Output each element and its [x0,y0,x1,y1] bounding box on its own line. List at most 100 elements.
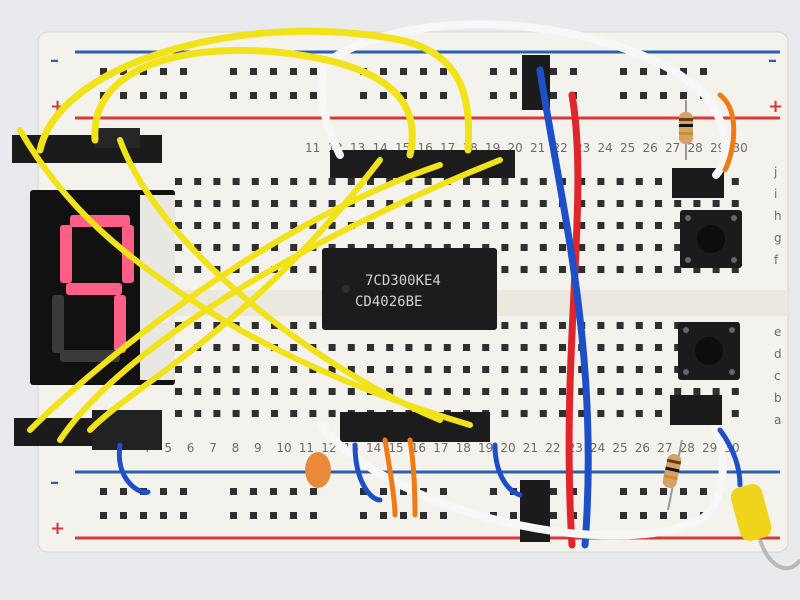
terminal-hole [501,244,509,251]
terminal-hole [271,244,278,251]
terminal-hole [501,266,509,273]
terminal-hole [597,410,605,417]
terminal-hole [482,178,490,185]
terminal-hole [597,266,605,273]
terminal-hole [559,344,566,351]
terminal-hole [251,410,259,417]
rail-hole [490,488,497,495]
rail-hole [270,68,277,75]
terminal-hole [635,244,643,251]
terminal-hole [520,322,528,329]
terminal-hole [443,222,451,229]
rail-hole [680,68,687,75]
terminal-hole [616,410,624,417]
ceramic-capacitor [305,452,331,488]
wire-white-top-left [317,56,344,159]
rail-hole [550,92,557,99]
terminal-hole [463,244,470,251]
column-number: 11 [305,141,320,155]
rail-hole [140,512,147,519]
chip-label-line1: 7CD300KE4 [365,273,441,289]
rail-hole [230,68,237,75]
segment-c [114,295,126,353]
terminal-hole [251,344,259,351]
terminal-hole [539,410,547,417]
bottom-minus-sign: – [50,472,59,493]
terminal-hole [232,344,240,351]
terminal-hole [655,322,662,329]
terminal-hole [674,344,682,351]
terminal-hole [251,200,259,207]
rail-hole [550,512,557,519]
rail-hole [290,512,297,519]
terminal-hole [578,244,586,251]
terminal-hole [290,200,298,207]
terminal-hole [309,178,317,185]
rail-hole [310,488,317,495]
resistor-bottom [662,439,683,511]
wire-blue-short-far-right [717,427,743,488]
rail-hole [440,512,447,519]
terminal-hole [271,200,278,207]
seven-segment-display [30,190,175,385]
terminal-hole [405,244,413,251]
terminal-hole [328,410,336,417]
rail-hole [490,68,497,75]
column-number: 28 [680,441,695,455]
terminal-hole [251,366,259,373]
row-letter: i [774,187,777,201]
yellow-crimp-connector [730,484,800,571]
terminal-hole [367,244,374,251]
terminal-hole [559,244,566,251]
terminal-hole [271,178,278,185]
terminal-hole [635,222,643,229]
terminal-hole [655,410,662,417]
terminal-hole [271,410,278,417]
rail-hole [360,512,367,519]
wire-yellow-4 [27,162,443,433]
terminal-hole [616,222,624,229]
wire-yellow-2 [91,46,416,159]
rail-hole [250,68,257,75]
rail-hole [510,92,517,99]
terminal-hole [635,366,643,373]
terminal-hole [616,388,624,395]
terminal-hole [693,266,701,273]
terminal-hole [482,388,490,395]
rail-hole [310,92,317,99]
terminal-hole [578,388,586,395]
terminal-hole [501,178,509,185]
terminal-hole [578,222,586,229]
terminal-hole [693,388,701,395]
terminal-hole [424,366,432,373]
terminal-hole [482,344,490,351]
terminal-hole [501,222,509,229]
terminal-hole [175,222,182,229]
terminal-hole [347,366,355,373]
terminal-hole [731,266,739,273]
rail-hole [120,512,127,519]
column-number: 12 [321,441,336,455]
column-number: 16 [411,441,426,455]
top-minus-sign: – [50,50,59,71]
terminal-hole [731,410,739,417]
terminal-hole [309,200,317,207]
rail-hole [700,488,707,495]
terminal-hole [347,244,355,251]
terminal-hole [597,388,605,395]
terminal-hole [597,178,605,185]
terminal-hole [175,266,182,273]
terminal-hole [232,366,240,373]
terminal-hole [251,388,259,395]
column-number: 20 [500,441,515,455]
terminal-hole [271,222,278,229]
wire-yellow-5 [57,157,503,443]
terminal-hole [386,366,394,373]
terminal-hole [655,366,662,373]
terminal-hole [232,222,240,229]
terminal-hole [405,222,413,229]
terminal-hole [309,410,317,417]
terminal-hole [520,344,528,351]
terminal-hole [539,322,547,329]
